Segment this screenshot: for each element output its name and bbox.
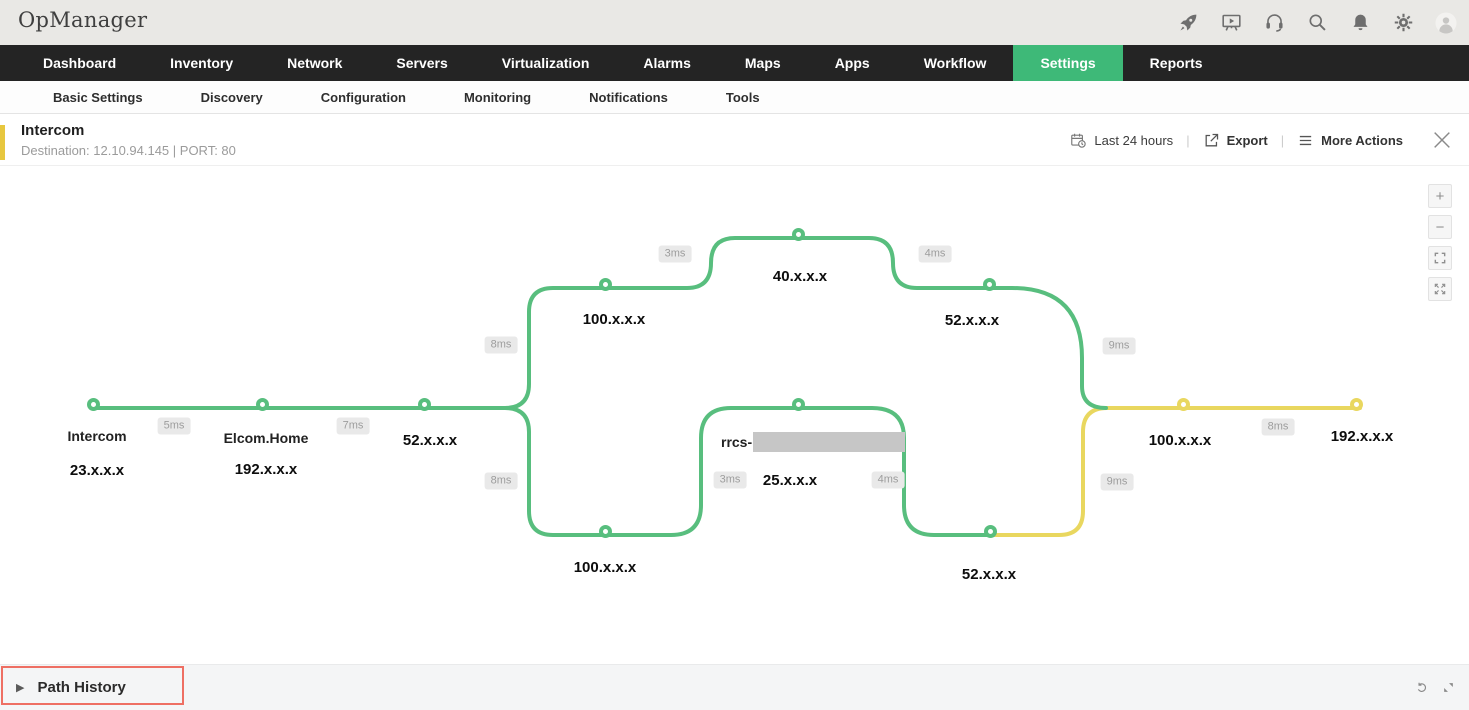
path-link-green xyxy=(503,406,996,537)
presentation-icon[interactable] xyxy=(1220,12,1242,34)
nav-tab-settings[interactable]: Settings xyxy=(1013,45,1123,81)
path-links xyxy=(95,236,1362,537)
fullscreen-button[interactable] xyxy=(1428,277,1452,301)
path-history-title: Path History xyxy=(37,678,126,696)
redaction-block xyxy=(753,432,906,452)
latency-badge: 9ms xyxy=(1100,473,1134,491)
fit-screen-button[interactable] xyxy=(1428,246,1452,270)
hop-node[interactable] xyxy=(792,398,805,411)
latency-badge: 9ms xyxy=(1102,337,1136,355)
latency-badge: 5ms xyxy=(157,417,191,435)
hop-ip-label: 192.x.x.x xyxy=(234,461,298,478)
hop-ip-label: 25.x.x.x xyxy=(762,472,818,489)
hop-node[interactable] xyxy=(87,398,100,411)
latency-badge: 3ms xyxy=(713,471,747,489)
time-range-button[interactable]: Last 24 hours xyxy=(1070,132,1173,149)
hop-ip-label: 52.x.x.x xyxy=(402,432,458,449)
nav-tab-maps[interactable]: Maps xyxy=(744,55,781,71)
hop-node[interactable] xyxy=(418,398,431,411)
page-title: Intercom xyxy=(21,122,85,139)
subnav-item-notifications[interactable]: Notifications xyxy=(589,89,668,105)
toolbar-actions: Last 24 hours | Export | More Actions xyxy=(1070,114,1453,166)
more-actions-button[interactable]: More Actions xyxy=(1297,132,1403,149)
page-toolbar: Intercom Destination: 12.10.94.145 | POR… xyxy=(0,114,1469,166)
path-link-green xyxy=(503,236,995,410)
hop-ip-label: 192.x.x.x xyxy=(1330,428,1394,445)
nav-tab-dashboard[interactable]: Dashboard xyxy=(43,55,117,71)
resize-icon[interactable] xyxy=(1442,681,1455,694)
hop-hostname-label: Intercom xyxy=(67,428,127,444)
nav-tab-alarms[interactable]: Alarms xyxy=(643,55,691,71)
subnav-item-tools[interactable]: Tools xyxy=(725,89,760,105)
main-nav: Dashboard Inventory Network Servers Virtuali… xyxy=(0,45,1469,81)
hop-node[interactable] xyxy=(983,278,996,291)
hop-node[interactable] xyxy=(792,228,805,241)
subnav-item-basic-settings[interactable]: Basic Settings xyxy=(53,89,143,105)
nav-tab-reports[interactable]: Reports xyxy=(1149,55,1203,71)
zoom-controls: + − xyxy=(1428,184,1452,301)
user-avatar[interactable] xyxy=(1435,11,1457,34)
path-link-green xyxy=(991,286,1108,410)
path-history-bar: ▶ Path History xyxy=(0,664,1469,710)
hop-node[interactable] xyxy=(599,525,612,538)
gear-icon[interactable] xyxy=(1392,12,1414,34)
nav-tab-servers[interactable]: Servers xyxy=(396,55,448,71)
path-history-header[interactable]: ▶ Path History xyxy=(16,665,126,709)
latency-badge: 7ms xyxy=(336,417,370,435)
hop-node[interactable] xyxy=(1350,398,1363,411)
hop-ip-label: 100.x.x.x xyxy=(573,559,637,576)
menu-list-icon xyxy=(1299,135,1312,145)
hop-ip-label: 23.x.x.x xyxy=(69,462,125,479)
subnav-item-discovery[interactable]: Discovery xyxy=(200,89,263,105)
hop-node[interactable] xyxy=(1177,398,1190,411)
export-icon xyxy=(1205,133,1218,146)
refresh-icon[interactable] xyxy=(1415,681,1428,694)
close-icon[interactable] xyxy=(1431,129,1453,151)
nav-tab-workflow[interactable]: Workflow xyxy=(923,55,987,71)
nav-tab-network[interactable]: Network xyxy=(287,55,343,71)
nav-tab-virtualization[interactable]: Virtualization xyxy=(501,55,590,71)
search-icon[interactable] xyxy=(1306,12,1328,34)
zoom-out-button[interactable]: − xyxy=(1428,215,1452,239)
hop-ip-label: 52.x.x.x xyxy=(961,566,1017,583)
hop-node[interactable] xyxy=(256,398,269,411)
hop-ip-label: 52.x.x.x xyxy=(944,312,1000,329)
hop-hostname-redacted: rrcs- xyxy=(721,432,906,452)
path-link-yellow xyxy=(992,406,1362,537)
export-button[interactable]: Export xyxy=(1203,132,1268,149)
calendar-icon xyxy=(1071,133,1087,148)
network-path-canvas: + − Intercom 23.x.x.x Elcom.Home 192.x.x.x 5… xyxy=(0,167,1469,664)
latency-badge: 4ms xyxy=(918,245,952,263)
headset-icon[interactable] xyxy=(1263,12,1285,34)
hop-ip-label: 40.x.x.x xyxy=(772,268,828,285)
hop-hostname-label: Elcom.Home xyxy=(223,430,309,446)
latency-badge: 8ms xyxy=(484,336,518,354)
destination-subtitle: Destination: 12.10.94.145 | PORT: 80 xyxy=(21,143,236,158)
hop-node[interactable] xyxy=(984,525,997,538)
nav-tab-inventory[interactable]: Inventory xyxy=(170,55,234,71)
separator: | xyxy=(1280,132,1285,148)
subnav-item-monitoring[interactable]: Monitoring xyxy=(463,89,532,105)
rocket-icon[interactable] xyxy=(1177,12,1199,34)
yellow-accent-bar xyxy=(0,125,5,160)
latency-badge: 3ms xyxy=(658,245,692,263)
hop-ip-label: 100.x.x.x xyxy=(1148,432,1212,449)
panel-icon-group xyxy=(1415,665,1455,709)
separator: | xyxy=(1186,132,1190,148)
bell-icon[interactable] xyxy=(1349,12,1371,34)
latency-badge: 8ms xyxy=(484,472,518,490)
nav-tab-apps[interactable]: Apps xyxy=(834,55,870,71)
hop-node[interactable] xyxy=(599,278,612,291)
topbar-icon-group xyxy=(1177,0,1457,45)
latency-badge: 8ms xyxy=(1261,418,1295,436)
app-logo: OpManager xyxy=(18,8,148,32)
latency-badge: 4ms xyxy=(871,471,905,489)
settings-subnav: Basic Settings Discovery Configuration Moni… xyxy=(0,81,1469,114)
hop-ip-label: 100.x.x.x xyxy=(582,311,646,328)
top-bar: OpManager xyxy=(0,0,1469,45)
zoom-in-button[interactable]: + xyxy=(1428,184,1452,208)
subnav-item-configuration[interactable]: Configuration xyxy=(320,89,406,105)
expand-caret-icon: ▶ xyxy=(16,681,25,694)
